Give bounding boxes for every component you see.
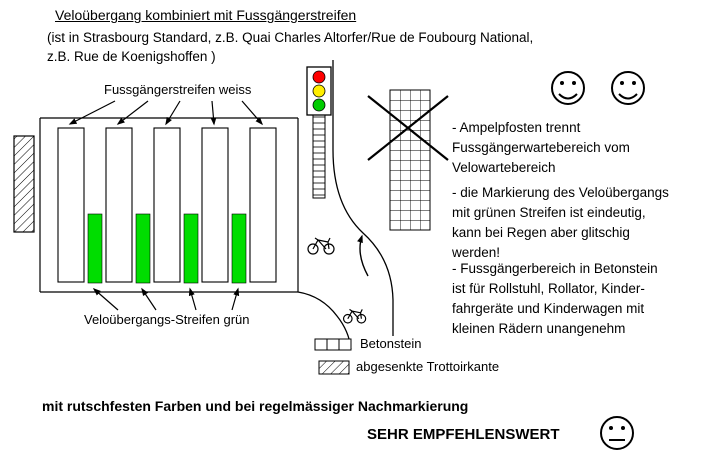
label-velouebergangs-streifen: Veloübergangs-Streifen grün — [84, 312, 250, 327]
arrow-line — [92, 288, 119, 311]
bicycle-wheel — [307, 243, 319, 255]
green-stripe — [135, 213, 151, 284]
arrow-line — [141, 287, 157, 311]
white-stripe — [153, 127, 181, 283]
bicycle-icon — [342, 308, 367, 324]
x-cross-out-icon — [367, 95, 449, 161]
arrow-line — [210, 100, 217, 126]
note-markierung: - die Markierung des Veloübergangs mit g… — [452, 185, 669, 260]
smiley-face — [600, 416, 634, 450]
page-title: Veloübergang kombiniert mit Fussgängerst… — [55, 7, 357, 23]
traffic-light-green-lamp — [312, 98, 326, 112]
green-velo-stripes — [87, 213, 247, 284]
bicycle-icon — [307, 237, 335, 255]
bottom-label-arrows — [92, 287, 240, 311]
top-label-arrows — [68, 100, 263, 126]
neutral-smiley-icon — [600, 416, 634, 450]
traffic-light-red-lamp — [312, 70, 326, 84]
smiley-eye — [572, 81, 576, 85]
subtitle-line-1: (ist in Strasbourg Standard, z.B. Quai C… — [47, 30, 534, 45]
footer-condition-text: mit rutschfesten Farben und bei regelmäs… — [42, 398, 469, 414]
smiley-eye — [620, 81, 624, 85]
smiley-eye — [621, 426, 625, 430]
legend-label-betonstein: Betonstein — [360, 336, 422, 351]
label-fussgaengerstreifen: Fussgängerstreifen weiss — [104, 82, 252, 97]
velo-direction-arrow — [357, 234, 369, 277]
happy-smiley-icon — [551, 71, 585, 105]
white-stripe — [57, 127, 85, 283]
smiley-eye — [632, 81, 636, 85]
legend-swatch-trottoirkante — [318, 360, 350, 375]
note-fussgaengerbereich: - Fussgängerbereich in Betonstein ist fü… — [452, 261, 658, 336]
note-ampelpfosten: - Ampelpfosten trennt Fussgängerwarteber… — [452, 120, 630, 175]
smiley-eye — [609, 426, 613, 430]
smiley-face — [611, 71, 645, 105]
arrow-line — [116, 100, 149, 125]
bicycle-wheel — [323, 243, 335, 255]
white-stripe — [105, 127, 133, 283]
smiley-smile — [558, 93, 578, 100]
footer-recommendation-text: SEHR EMPFEHLENSWERT — [367, 426, 560, 443]
bicycle-frame — [312, 237, 331, 250]
traffic-light-icon — [306, 66, 332, 199]
arrow-line — [231, 287, 240, 311]
traffic-light-yellow-lamp — [312, 84, 326, 98]
lowered-curb-hatched — [13, 135, 35, 233]
subtitle-line-2: z.B. Rue de Koenigshoffen ) — [47, 49, 216, 64]
traffic-light-pole — [312, 114, 326, 199]
legend-label-trottoirkante: abgesenkte Trottoirkante — [356, 359, 500, 374]
legend-swatch-box — [314, 338, 352, 351]
arrow-line — [241, 100, 263, 126]
green-stripe — [87, 213, 103, 284]
road-edge-curve-outer — [332, 60, 394, 336]
smiley-face — [551, 71, 585, 105]
bicycle-frame — [347, 308, 363, 320]
betonstein-grid-area — [389, 89, 431, 231]
arrow-line — [188, 287, 197, 311]
happy-smiley-icon — [611, 71, 645, 105]
white-stripe — [249, 127, 277, 283]
bicycle-wheel — [356, 313, 367, 324]
arrow-line — [68, 100, 116, 125]
arrow-line — [165, 100, 181, 126]
green-stripe — [231, 213, 247, 284]
smiley-smile — [618, 93, 638, 100]
bicycle-wheel — [342, 313, 353, 324]
smiley-eye — [560, 81, 564, 85]
white-stripes — [57, 127, 277, 283]
legend-swatch-betonstein — [314, 338, 352, 351]
green-stripe — [183, 213, 199, 284]
white-stripe — [201, 127, 229, 283]
